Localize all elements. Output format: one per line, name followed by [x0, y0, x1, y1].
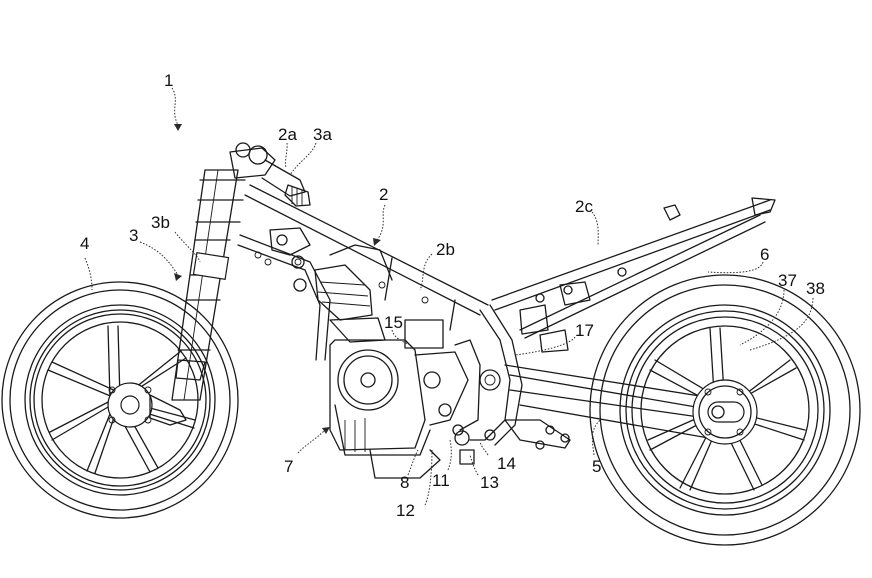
label-5: 5	[592, 457, 601, 476]
leader-14	[479, 441, 489, 456]
leader-7	[297, 429, 326, 454]
front-wheel	[1, 281, 239, 519]
pivot-bracket	[454, 429, 496, 465]
label-11: 11	[432, 471, 450, 490]
leader-2c	[591, 211, 599, 246]
leader-2	[376, 204, 386, 241]
label-3: 3	[129, 226, 138, 245]
leader-11	[447, 439, 452, 471]
label-2a: 2a	[278, 125, 297, 144]
front-fork	[171, 169, 246, 401]
leader-37	[739, 289, 785, 346]
engine	[314, 264, 481, 479]
brake-caliper	[149, 394, 187, 426]
leader-13	[469, 454, 479, 476]
label-2b: 2b	[436, 240, 455, 259]
label-17: 17	[575, 321, 594, 340]
leader-arrowheads	[174, 124, 381, 434]
label-2: 2	[379, 185, 388, 204]
label-3a: 3a	[313, 125, 332, 144]
main-frame	[237, 184, 523, 446]
label-14: 14	[497, 454, 516, 473]
label-3b: 3b	[151, 213, 170, 232]
rear-wheel-spokes	[647, 327, 806, 491]
leader-3a	[289, 142, 317, 176]
leader-3	[139, 241, 179, 276]
leader-12	[424, 449, 433, 506]
label-12: 12	[396, 501, 415, 520]
leader-2b	[419, 253, 433, 291]
seat-rail	[491, 197, 776, 353]
label-6: 6	[760, 245, 769, 264]
arrow-1-icon	[174, 124, 182, 131]
arrow-7-icon	[322, 427, 330, 434]
leader-6	[707, 261, 764, 274]
label-2c: 2c	[575, 197, 593, 216]
leader-38	[749, 297, 814, 351]
leader-15	[391, 329, 411, 346]
steering-head	[229, 142, 311, 207]
label-7: 7	[284, 457, 293, 476]
label-13: 13	[480, 473, 499, 492]
arrow-3-icon	[174, 273, 182, 281]
front-wheel-spokes	[47, 325, 196, 474]
leader-5	[591, 419, 601, 456]
label-8: 8	[400, 473, 409, 492]
label-1: 1	[164, 71, 173, 90]
arrow-2-icon	[373, 238, 381, 246]
label-37: 37	[778, 271, 797, 290]
leader-8	[407, 449, 419, 476]
label-38: 38	[806, 279, 825, 298]
label-4: 4	[80, 234, 89, 253]
leader-2a	[284, 142, 288, 169]
swing-arm	[504, 364, 726, 450]
leader-1	[171, 87, 179, 126]
leader-lines	[84, 87, 814, 506]
rear-wheel	[589, 274, 861, 546]
leader-3b	[174, 231, 201, 263]
reference-labels: 1 2 2a 2b 2c 3 3a 3b 4 5 6 7 8 11 12 13 …	[80, 71, 825, 520]
label-15: 15	[384, 313, 403, 332]
